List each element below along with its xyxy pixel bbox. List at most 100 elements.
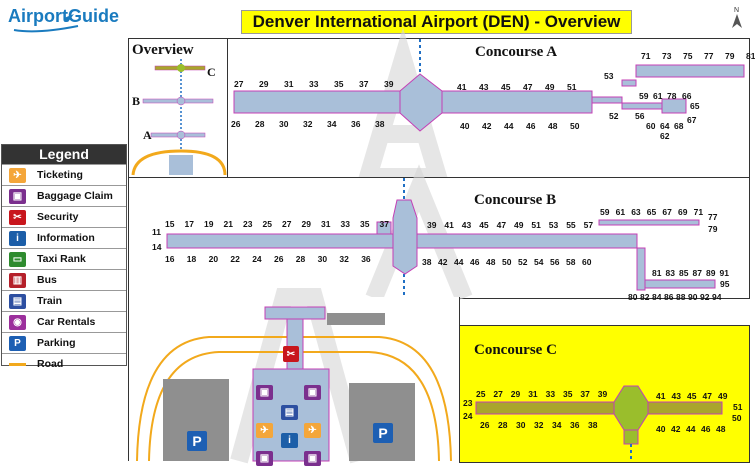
gate-label: 36	[570, 420, 580, 430]
gate-label: 25	[262, 219, 272, 229]
legend-item-label: Baggage Claim	[37, 190, 113, 202]
gate-label: 79	[708, 224, 718, 234]
legend-item-ticketing: ✈ Ticketing	[2, 164, 126, 185]
gate-label: 17	[184, 219, 194, 229]
train-icon: ▤	[9, 293, 26, 309]
gate-label: 47	[496, 220, 507, 230]
gate-label: 40	[460, 121, 470, 131]
gate-label: 33	[545, 389, 556, 399]
gate-label: 45	[479, 220, 489, 230]
gate-label: 57	[583, 220, 594, 230]
gate-label: 46	[470, 257, 480, 267]
gate-label: 37	[359, 79, 369, 89]
overview-title: Overview	[132, 42, 194, 58]
gate-label: 41	[656, 391, 666, 401]
gate-label: 69	[678, 207, 688, 217]
concourse-b-title: Concourse B	[474, 192, 557, 208]
gate-label: 51	[733, 402, 743, 412]
gate-label: 30	[317, 254, 328, 264]
legend: Legend ✈ Ticketing ▣ Baggage Claim ✂Security…	[1, 144, 127, 370]
gate-label: 79	[725, 51, 735, 61]
gate-label: 25	[476, 389, 486, 399]
gate-label: 23	[463, 398, 473, 408]
legend-item-car-rental: ◉ Car Rentals	[2, 311, 126, 332]
gate-label: 90	[688, 292, 698, 302]
gate-label: 37	[580, 389, 590, 399]
gate-label: 87	[692, 268, 702, 278]
gate-label: 20	[208, 254, 219, 264]
gate-label: 61	[653, 91, 663, 101]
gate-label: 24	[252, 254, 262, 264]
overview-label-a: A	[143, 128, 152, 142]
gate-label: 56	[635, 111, 645, 121]
gate-label: 36	[351, 119, 361, 129]
gate-label: 16	[165, 254, 175, 264]
gate-label: 22	[230, 254, 240, 264]
gate-label: 47	[702, 391, 712, 401]
gate-label: 62	[660, 131, 670, 141]
ticketing-icon: ✈	[9, 167, 26, 183]
legend-item-label: Bus	[37, 274, 57, 286]
gate-label: 27	[282, 219, 292, 229]
gate-label: 77	[704, 51, 714, 61]
legend-item-label: Road	[37, 358, 64, 370]
gate-label: 46	[526, 121, 536, 131]
plane-icon	[64, 14, 74, 22]
gate-label: 27	[493, 389, 503, 399]
gate-label: 39	[427, 220, 437, 230]
gate-label: 39	[384, 79, 394, 89]
gate-label: 21	[223, 219, 233, 229]
legend-item-road: Road	[2, 353, 126, 374]
gate-label: 51	[567, 82, 577, 92]
legend-item-baggage-claim: ▣ Baggage Claim	[2, 185, 126, 206]
train-icon: ▤	[281, 405, 298, 420]
gate-label: 82	[640, 292, 650, 302]
gate-label: 60	[646, 121, 656, 131]
gate-label: 28	[255, 119, 265, 129]
baggage-claim-icon: ▣	[304, 385, 321, 400]
gate-label: 56	[550, 257, 560, 267]
gate-label: 31	[528, 389, 538, 399]
legend-item-label: Ticketing	[37, 169, 83, 181]
concourse-c-title: Concourse C	[474, 342, 557, 358]
gate-label: 91	[719, 268, 729, 278]
legend-item-label: Car Rentals	[37, 316, 96, 328]
airportguide-logo[interactable]: AirportGuide	[8, 4, 128, 36]
concourse-b-map	[166, 164, 716, 302]
gate-label: 38	[375, 119, 385, 129]
gate-label: 85	[679, 268, 689, 278]
overview-label-b: B	[132, 94, 141, 108]
gate-label: 26	[274, 254, 284, 264]
gate-label: 49	[545, 82, 555, 92]
gate-label: 83	[665, 268, 675, 278]
overview-map	[131, 59, 227, 176]
car-rental-icon: ◉	[9, 314, 26, 330]
gate-label: 52	[518, 257, 528, 267]
legend-title: Legend	[2, 145, 126, 164]
baggage-claim-icon: ▣	[9, 188, 26, 204]
taxi-icon: ▭	[9, 251, 26, 267]
terminal-panel: ✂ ▣ ▣ ▤ ✈ ✈ i ▣ ▣ P P	[128, 288, 460, 466]
gate-label: 33	[340, 219, 350, 229]
information-icon: i	[281, 433, 298, 448]
legend-item-security: ✂Security	[2, 206, 126, 227]
gate-label: 29	[510, 389, 521, 399]
gate-label: 44	[454, 257, 464, 267]
gate-label: 61	[615, 207, 626, 217]
parking-icon: P	[187, 431, 207, 451]
gate-label: 77	[708, 212, 718, 222]
legend-item-label: Taxi Rank	[37, 253, 86, 265]
gate-label: 66	[682, 91, 692, 101]
gate-label: 80	[628, 292, 638, 302]
gate-label: 50	[502, 257, 512, 267]
gate-label: 35	[563, 389, 573, 399]
gate-label: 92	[700, 292, 710, 302]
gate-label: 81	[746, 51, 755, 61]
baggage-claim-icon: ▣	[304, 451, 321, 466]
gate-label: 89	[706, 268, 716, 278]
gate-label: 64	[660, 121, 670, 131]
